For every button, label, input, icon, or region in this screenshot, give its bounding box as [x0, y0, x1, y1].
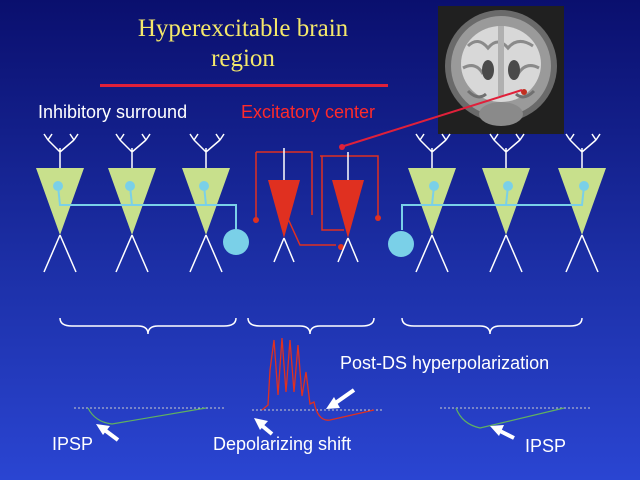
- title-underline: [100, 84, 388, 87]
- arrow-ipsp-right: [490, 425, 515, 440]
- brain-mri-image: [438, 6, 564, 134]
- ipsp-trace-right: [440, 407, 590, 429]
- mri-pointer-arrow: [339, 89, 523, 150]
- ipsp-trace-left: [74, 407, 226, 425]
- depolarizing-shift-trace: [252, 337, 382, 421]
- title-line-1: Hyperexcitable brain: [137, 15, 349, 42]
- arrow-depolarizing-shift: [254, 418, 274, 436]
- excitatory-neuron-1: [253, 148, 313, 263]
- excitatory-neuron-2: [283, 152, 381, 263]
- title-line-2: region: [211, 45, 275, 72]
- brace-right: [401, 317, 583, 335]
- brace-left: [59, 317, 237, 335]
- label-ipsp-left: IPSP: [52, 434, 94, 454]
- right-axon-connection: [388, 185, 585, 257]
- label-depolarizing-shift: Depolarizing shift: [213, 434, 352, 454]
- label-post-ds-hyperpolarization: Post-DS hyperpolarization: [340, 353, 550, 373]
- label-ipsp-right: IPSP: [525, 436, 567, 456]
- label-inhibitory-surround: Inhibitory surround: [38, 102, 188, 122]
- left-axon-connection: [57, 185, 249, 255]
- brace-center: [247, 317, 375, 335]
- arrow-post-ds: [326, 388, 356, 409]
- arrow-ipsp-left: [96, 424, 120, 442]
- label-excitatory-center: Excitatory center: [241, 102, 376, 122]
- slide-title: Hyperexcitable brain region: [100, 14, 386, 74]
